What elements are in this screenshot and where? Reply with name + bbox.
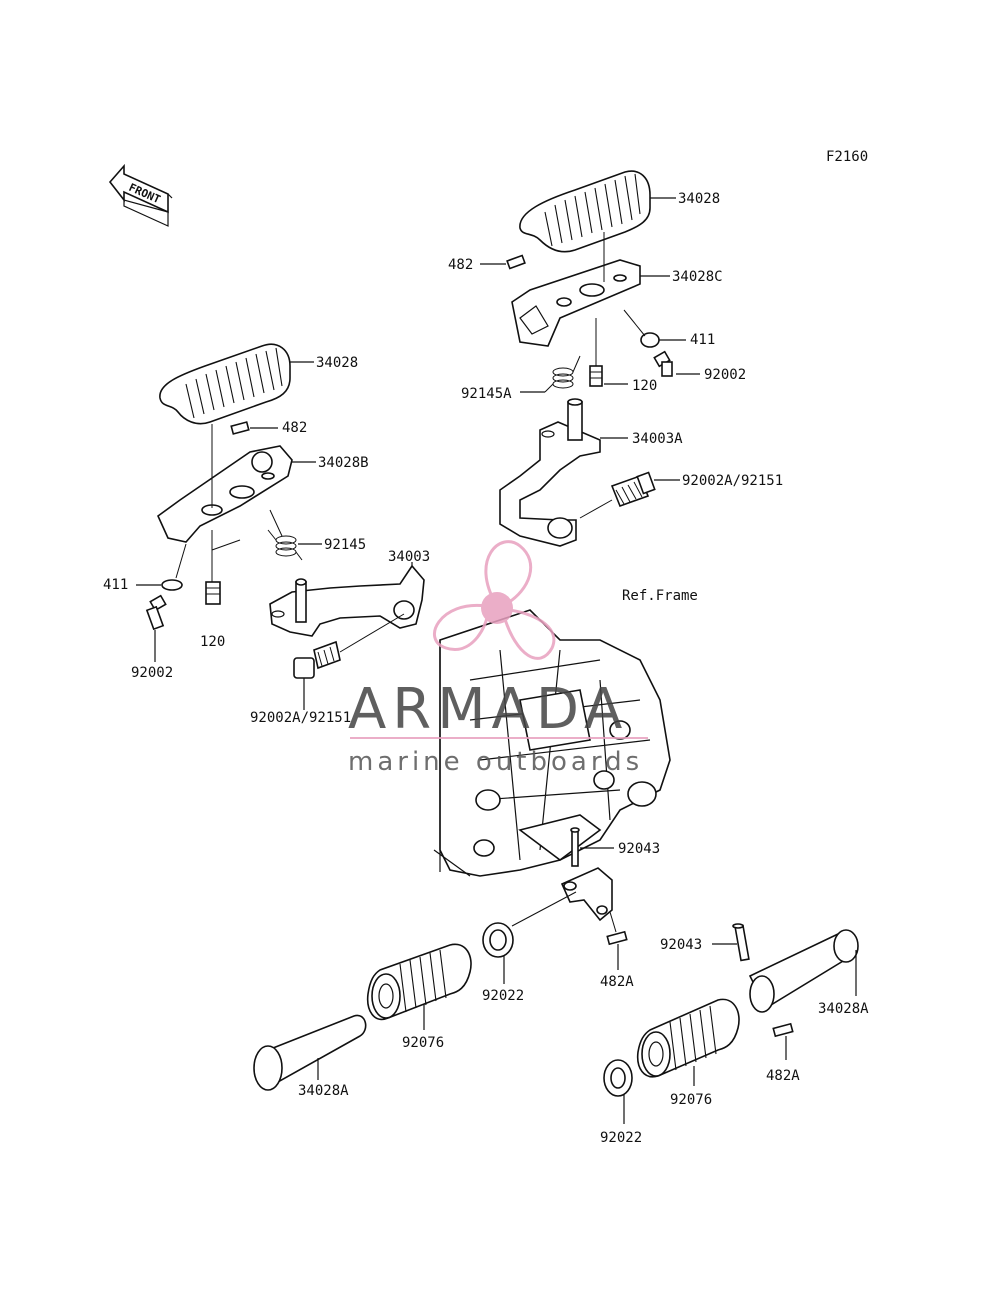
left-plug-120: [205, 581, 221, 605]
pin-92043-upper: [570, 827, 580, 867]
callout-left-spring: 92145: [324, 537, 366, 553]
left-spring-92145: [267, 529, 303, 561]
callout-left-grip: 34028: [316, 355, 358, 371]
watermark-brand: ARMADA: [348, 677, 628, 742]
peg-34028A-right: [748, 929, 859, 1013]
callout-left-arm: 34003: [388, 549, 430, 565]
callout-left-411: 411: [103, 577, 128, 593]
callout-left-92002: 92002: [131, 665, 173, 681]
callout-clip-482a-a: 482A: [600, 974, 634, 990]
callout-top-spring: 92145A: [461, 386, 512, 402]
washer-92022-lower: [603, 1059, 633, 1097]
callout-left-bolt: 92002A/92151: [250, 710, 351, 726]
rear-step-bracket: [560, 867, 613, 922]
left-holder-arm: [269, 564, 425, 637]
figure-code: F2160: [826, 149, 868, 165]
callout-clip-482a-b: 482A: [766, 1068, 800, 1084]
top-bolt-92002A: [610, 471, 656, 508]
peg-34028A-left: [253, 1014, 367, 1091]
callout-top-120: 120: [632, 378, 657, 394]
callout-top-grip: 34028: [678, 191, 720, 207]
callout-grip-92076-b: 92076: [670, 1092, 712, 1108]
callout-pin-92043-a: 92043: [618, 841, 660, 857]
reference-frame: [433, 609, 671, 877]
left-bolt-92002A: [293, 640, 341, 679]
callout-peg-34028a-a: 34028A: [298, 1083, 349, 1099]
callout-washer-92022-b: 92022: [600, 1130, 642, 1146]
front-arrow-icon: FRONT: [108, 163, 173, 227]
clip-482A-right: [772, 1022, 794, 1038]
callout-grip-92076-a: 92076: [402, 1035, 444, 1051]
ref-frame-label: Ref.Frame: [622, 588, 698, 604]
callout-left-bracket: 34028B: [318, 455, 369, 471]
callout-pin-92043-b: 92043: [660, 937, 702, 953]
callout-washer-92022-a: 92022: [482, 988, 524, 1004]
propeller-logo-icon: [433, 540, 556, 660]
watermark-tagline: marine outboards: [348, 747, 643, 777]
callout-top-482: 482: [448, 257, 473, 273]
top-holder-arm: [499, 398, 601, 547]
callout-top-bracket: 34028C: [672, 269, 723, 285]
top-spring-92145A: [544, 355, 581, 393]
left-bolt-92002: [145, 594, 167, 631]
pin-92043-lower: [732, 923, 750, 962]
grip-92076-left: [366, 943, 472, 1021]
callout-top-411: 411: [690, 332, 715, 348]
grip-92076-right: [636, 998, 740, 1078]
callout-left-482: 482: [282, 420, 307, 436]
washer-92022-upper: [482, 922, 514, 958]
clip-482A-middle: [606, 930, 628, 946]
callout-left-120: 120: [200, 634, 225, 650]
top-bolt-92002: [653, 350, 673, 377]
callout-top-arm: 34003A: [632, 431, 683, 447]
left-rubber-grip: [159, 343, 291, 425]
top-rubber-grip: [519, 170, 651, 253]
top-step-bracket: [511, 259, 641, 347]
left-washer-411: [161, 579, 183, 591]
left-step-bracket: [157, 445, 293, 543]
callout-top-bolt: 92002A/92151: [682, 473, 783, 489]
callout-peg-34028a-b: 34028A: [818, 1001, 869, 1017]
top-plug-120: [589, 365, 603, 387]
top-pin-482: [506, 254, 526, 270]
left-pin-482: [230, 421, 250, 435]
armada-watermark: ARMADA marine outboards: [348, 540, 648, 777]
callout-top-92002: 92002: [704, 367, 746, 383]
